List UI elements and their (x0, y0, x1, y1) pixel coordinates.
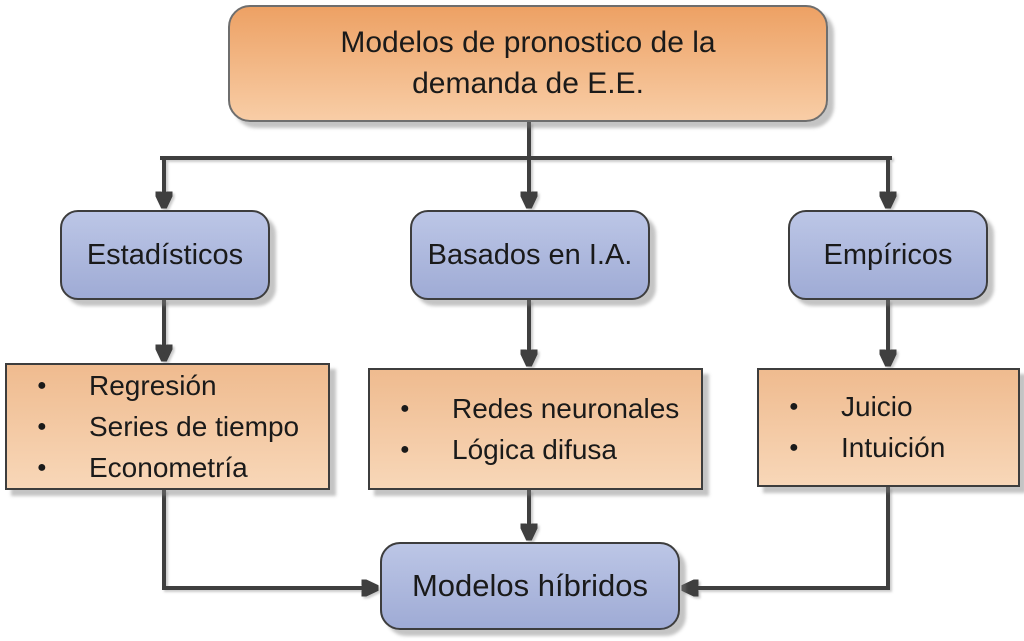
list-item-label: Redes neuronales (452, 392, 680, 424)
list-item: ● Lógica difusa (370, 429, 701, 470)
list-node-basados-en-ia: ● Redes neuronales ● Lógica difusa (368, 368, 703, 490)
bullet-icon: ● (789, 439, 799, 456)
category-label: Empíricos (823, 238, 953, 271)
list-item-label: Juicio (841, 391, 913, 422)
connector-right-list-to-result (683, 487, 890, 588)
category-node-estadisticos: Estadísticos (60, 210, 270, 300)
list-item: ● Series de tiempo (7, 406, 328, 447)
list-item: ● Juicio (759, 387, 1018, 428)
list-item: ● Intuición (759, 428, 1018, 469)
bullet-icon: ● (400, 399, 410, 417)
result-node-label: Modelos híbridos (411, 568, 649, 603)
list-item: ● Econometría (7, 447, 328, 488)
bullet-icon: ● (37, 458, 47, 476)
bullet-icon: ● (789, 398, 799, 415)
root-node-label: Modelos de pronostico de la demanda de E… (340, 26, 716, 100)
list-node-estadisticos: ● Regresión ● Series de tiempo ● Econome… (5, 363, 330, 490)
connector-left-list-to-result (162, 490, 377, 588)
category-label: Estadísticos (86, 238, 244, 271)
root-node: Modelos de pronostico de la demanda de E… (228, 5, 828, 122)
list-item-label: Series de tiempo (89, 410, 300, 442)
category-node-empiricos: Empíricos (788, 210, 988, 300)
list-item-label: Intuición (841, 432, 946, 463)
bullet-icon: ● (37, 417, 47, 435)
category-label: Basados en I.A. (427, 238, 633, 271)
list-item: ● Redes neuronales (370, 388, 701, 429)
list-item-label: Lógica difusa (452, 433, 618, 465)
result-node: Modelos híbridos (380, 542, 680, 630)
bullet-icon: ● (400, 440, 410, 458)
list-item-label: Regresión (89, 369, 217, 401)
list-item: ● Regresión (7, 365, 328, 406)
bullet-icon: ● (37, 376, 47, 394)
category-node-basados-en-ia: Basados en I.A. (410, 210, 650, 300)
list-node-empiricos: ● Juicio ● Intuición (757, 368, 1020, 487)
list-item-label: Econometría (89, 451, 248, 483)
